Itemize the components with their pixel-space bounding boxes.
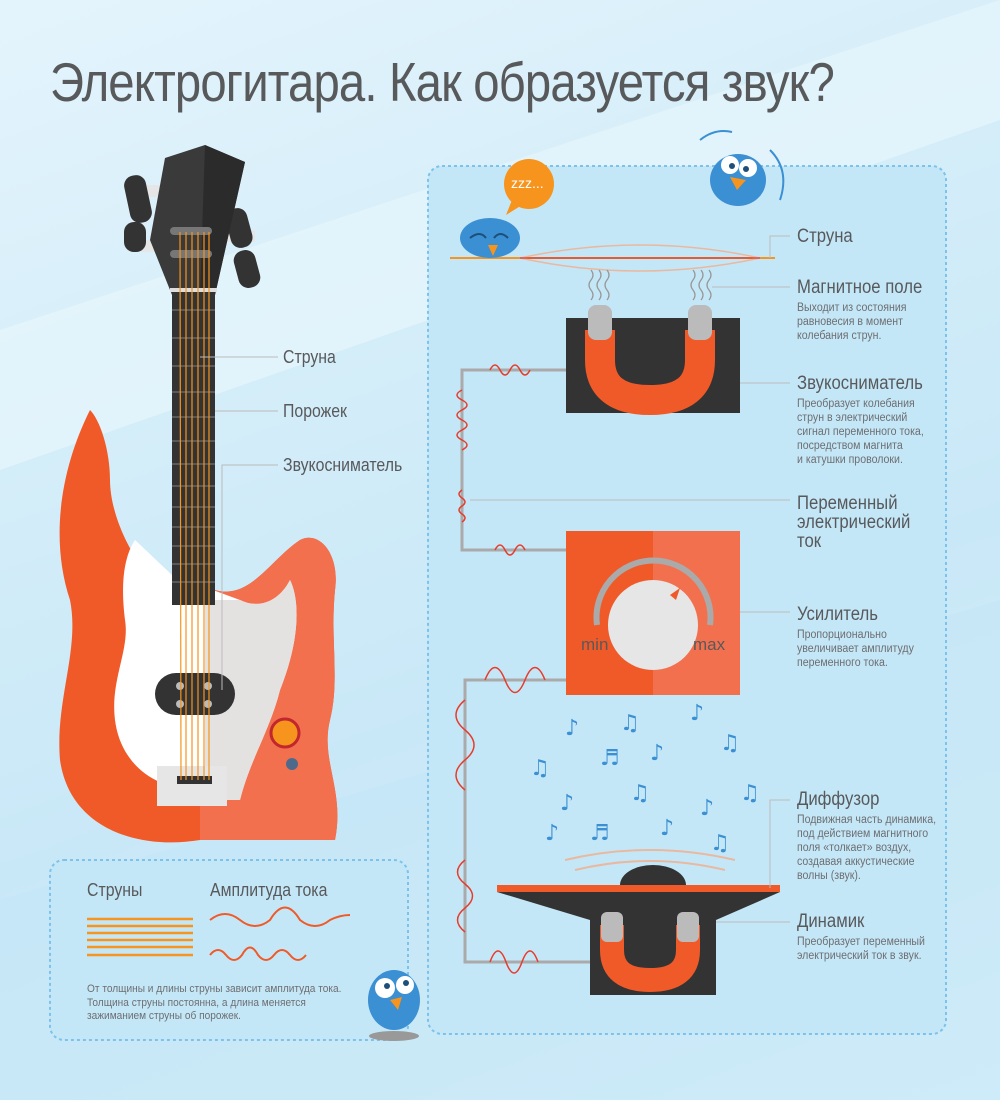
- volume-knob: [269, 717, 301, 749]
- strings-legend-lines: [87, 917, 193, 957]
- svg-text:♪: ♪: [650, 741, 664, 766]
- legend-amplitude-title: Амплитуда тока: [210, 880, 328, 900]
- low-amplitude-wave: [209, 946, 307, 961]
- svg-text:♫: ♫: [630, 781, 650, 806]
- music-notes: ♪♫♪♫ ♬♪♫♪ ♫♪♬♪ ♫♪♫: [530, 701, 760, 856]
- amplifier-knob[interactable]: [608, 580, 698, 670]
- svg-text:♪: ♪: [565, 716, 579, 741]
- amp-min-label: min: [581, 635, 609, 654]
- svg-text:♪: ♪: [560, 791, 574, 816]
- svg-text:♪: ♪: [700, 796, 714, 821]
- legend-strings-title: Струны: [87, 880, 143, 900]
- svg-text:♫: ♫: [740, 781, 760, 806]
- guitar-label-pickup: Звукосниматель: [283, 455, 403, 475]
- curious-bird-icon: [368, 970, 420, 1041]
- sleeping-bird-icon: [460, 218, 520, 258]
- svg-text:♬: ♬: [600, 746, 620, 771]
- guitar-label-nut: Порожек: [283, 401, 347, 421]
- guitar-pickup: [155, 673, 235, 715]
- legend-panel: [49, 859, 409, 1041]
- step-string: Струна: [797, 226, 853, 247]
- wire: [460, 368, 590, 964]
- svg-text:♫: ♫: [710, 831, 730, 856]
- svg-text:♪: ♪: [690, 701, 704, 726]
- page-title: Электрогитара. Как образуется звук?: [50, 51, 835, 113]
- step-alternating-current: Переменный электрический ток: [797, 493, 911, 552]
- nut: [170, 288, 217, 292]
- flying-bird-icon: [699, 130, 785, 206]
- svg-text:♪: ♪: [545, 821, 559, 846]
- guitar-illustration: [59, 145, 338, 843]
- high-amplitude-wave: [209, 906, 351, 927]
- speech-bubble: [504, 159, 554, 215]
- amp-max-label: max: [693, 635, 726, 654]
- svg-text:♪: ♪: [660, 816, 674, 841]
- tone-knob: [286, 758, 298, 770]
- magnetic-field-lines: [588, 269, 712, 301]
- fretboard: [172, 290, 215, 605]
- diffuser: [497, 885, 780, 892]
- legend-note: От толщины и длины струны зависит амплит…: [87, 983, 342, 1022]
- svg-text:♫: ♫: [530, 756, 550, 781]
- guitar-label-string: Струна: [283, 347, 336, 367]
- svg-text:♬: ♬: [590, 821, 610, 846]
- svg-text:♫: ♫: [620, 711, 640, 736]
- svg-text:♫: ♫: [720, 731, 740, 756]
- sleep-bubble-text: zzz...: [511, 175, 544, 191]
